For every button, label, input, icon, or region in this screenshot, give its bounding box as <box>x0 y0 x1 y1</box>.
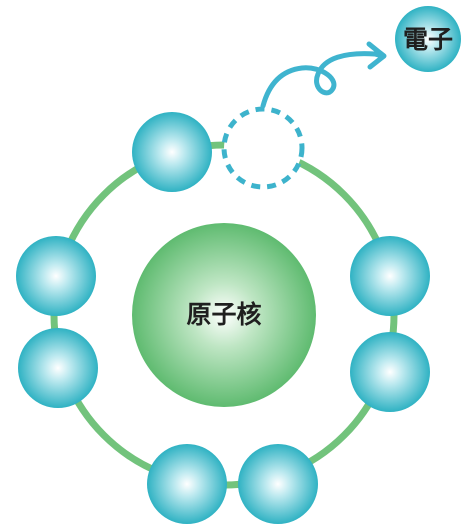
escape-path-arrow <box>260 51 385 109</box>
nucleus-label: 原子核 <box>186 300 261 329</box>
electron-left-upper <box>16 236 96 316</box>
nucleus <box>132 223 316 407</box>
electron-bottom-right <box>238 444 318 524</box>
escaped-electron <box>395 6 461 72</box>
arrowhead-icon <box>366 41 387 70</box>
electron-vacancy <box>221 106 305 190</box>
electron-label: 電子 <box>403 25 453 54</box>
electron-right-lower <box>350 332 430 412</box>
electron-top-left <box>132 112 212 192</box>
electron-left-lower <box>18 328 98 408</box>
orbit-electrons <box>16 112 430 524</box>
electron-bottom-left <box>147 444 227 524</box>
electron-right-upper <box>350 236 430 316</box>
